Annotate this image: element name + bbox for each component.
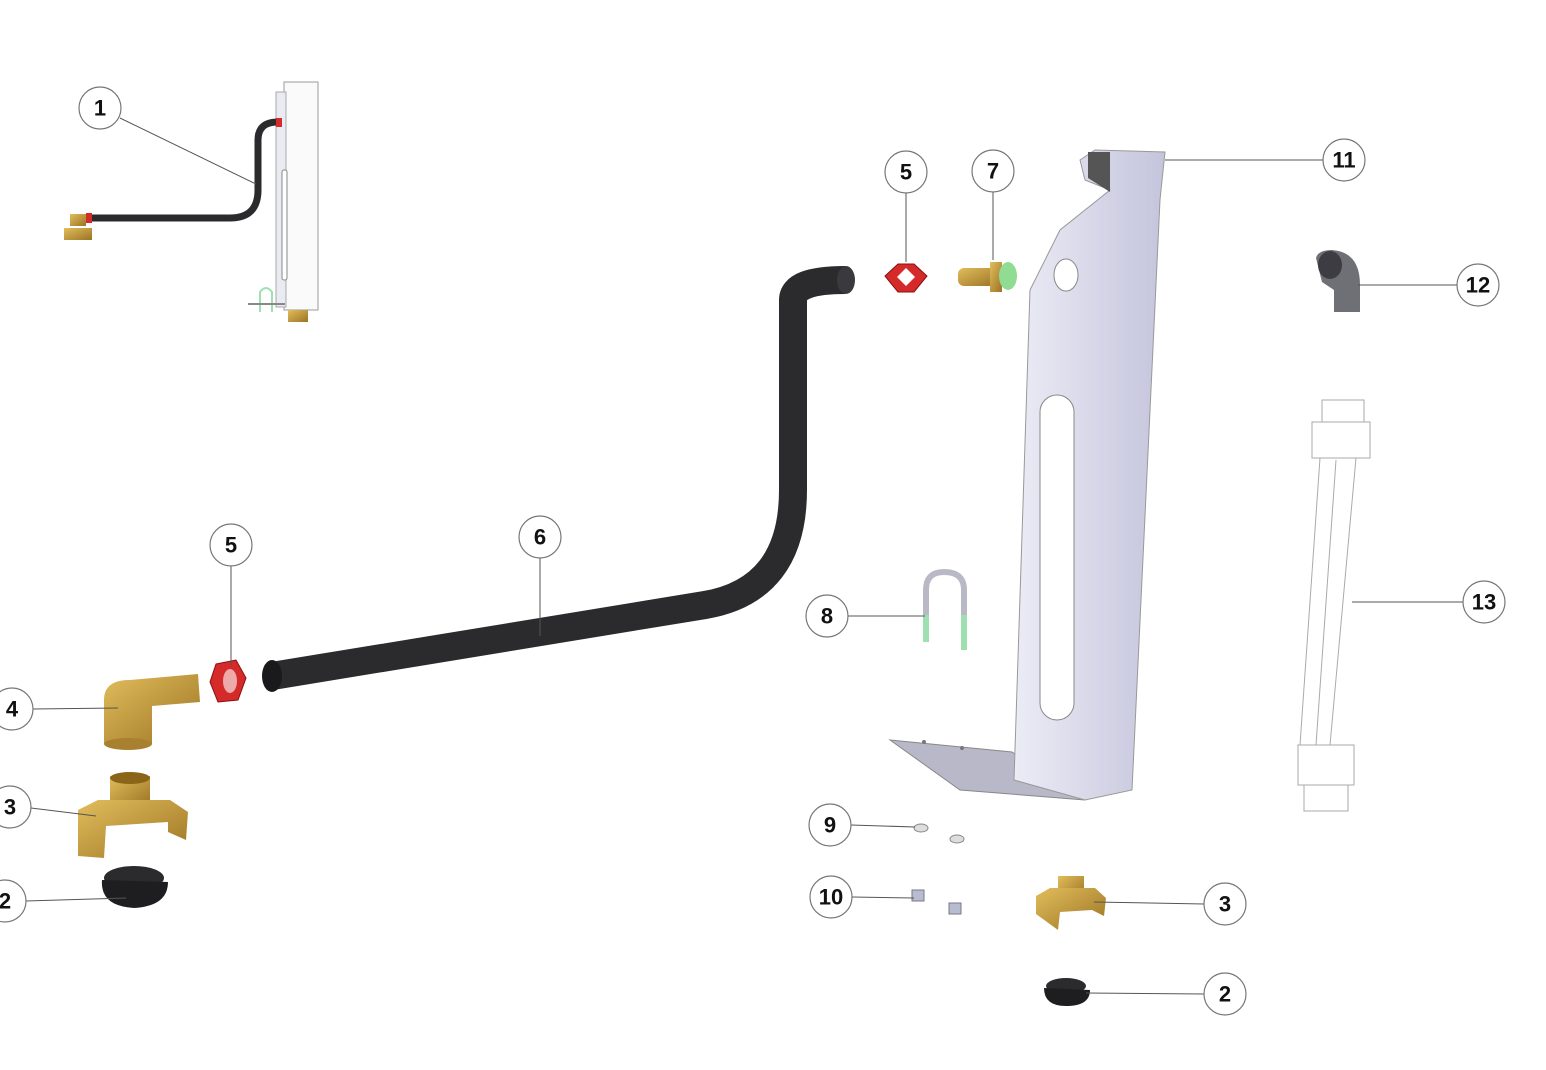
svg-text:2: 2 bbox=[0, 889, 11, 914]
rubber-seal-right bbox=[1044, 978, 1090, 1006]
callout-3-left: 3 bbox=[0, 785, 32, 829]
callout-5-upper: 5 bbox=[884, 150, 928, 194]
svg-text:7: 7 bbox=[987, 159, 999, 184]
svg-text:1: 1 bbox=[94, 96, 106, 121]
svg-text:5: 5 bbox=[900, 160, 912, 185]
callout-4: 4 bbox=[0, 687, 34, 731]
callout-10: 10 bbox=[809, 875, 853, 919]
svg-text:9: 9 bbox=[824, 813, 836, 838]
callout-9: 9 bbox=[808, 803, 852, 847]
svg-text:13: 13 bbox=[1472, 590, 1496, 615]
svg-text:4: 4 bbox=[6, 697, 19, 722]
hose-clamp-lower bbox=[209, 659, 247, 703]
brass-hose-nipple bbox=[958, 262, 1017, 292]
svg-text:3: 3 bbox=[4, 795, 16, 820]
callout-6: 6 bbox=[518, 515, 562, 559]
callout-7: 7 bbox=[971, 149, 1015, 193]
hose bbox=[269, 266, 846, 690]
clear-sight-tube bbox=[1297, 399, 1371, 812]
grey-elbow bbox=[1316, 250, 1360, 312]
svg-text:8: 8 bbox=[821, 604, 833, 629]
callout-1: 1 bbox=[78, 86, 122, 130]
u-bolt bbox=[923, 568, 967, 650]
svg-text:3: 3 bbox=[1219, 892, 1231, 917]
svg-text:10: 10 bbox=[819, 885, 843, 910]
leader-lines bbox=[25, 117, 1463, 995]
svg-text:5: 5 bbox=[225, 533, 237, 558]
svg-text:6: 6 bbox=[534, 525, 546, 550]
washers bbox=[913, 823, 965, 844]
assembly-overview bbox=[64, 81, 319, 322]
hose-clamp-upper bbox=[884, 263, 928, 293]
nuts bbox=[911, 889, 962, 915]
brass-elbow bbox=[104, 674, 200, 750]
svg-text:12: 12 bbox=[1466, 273, 1490, 298]
brass-coupling-right bbox=[1036, 876, 1106, 930]
callout-13: 13 bbox=[1462, 580, 1506, 624]
callout-2-right: 2 bbox=[1203, 972, 1247, 1016]
callout-12: 12 bbox=[1456, 263, 1500, 307]
mounting-bracket bbox=[888, 149, 1166, 801]
svg-text:11: 11 bbox=[1332, 148, 1355, 173]
svg-text:2: 2 bbox=[1219, 982, 1231, 1007]
callout-8: 8 bbox=[805, 594, 849, 638]
callout-5-lower: 5 bbox=[209, 523, 253, 567]
brass-coupling-left bbox=[78, 772, 188, 858]
rubber-seal-left bbox=[101, 866, 168, 908]
callout-3-right: 3 bbox=[1203, 882, 1247, 926]
callout-11: 11 bbox=[1322, 138, 1366, 182]
callout-2-left: 2 bbox=[0, 879, 27, 923]
